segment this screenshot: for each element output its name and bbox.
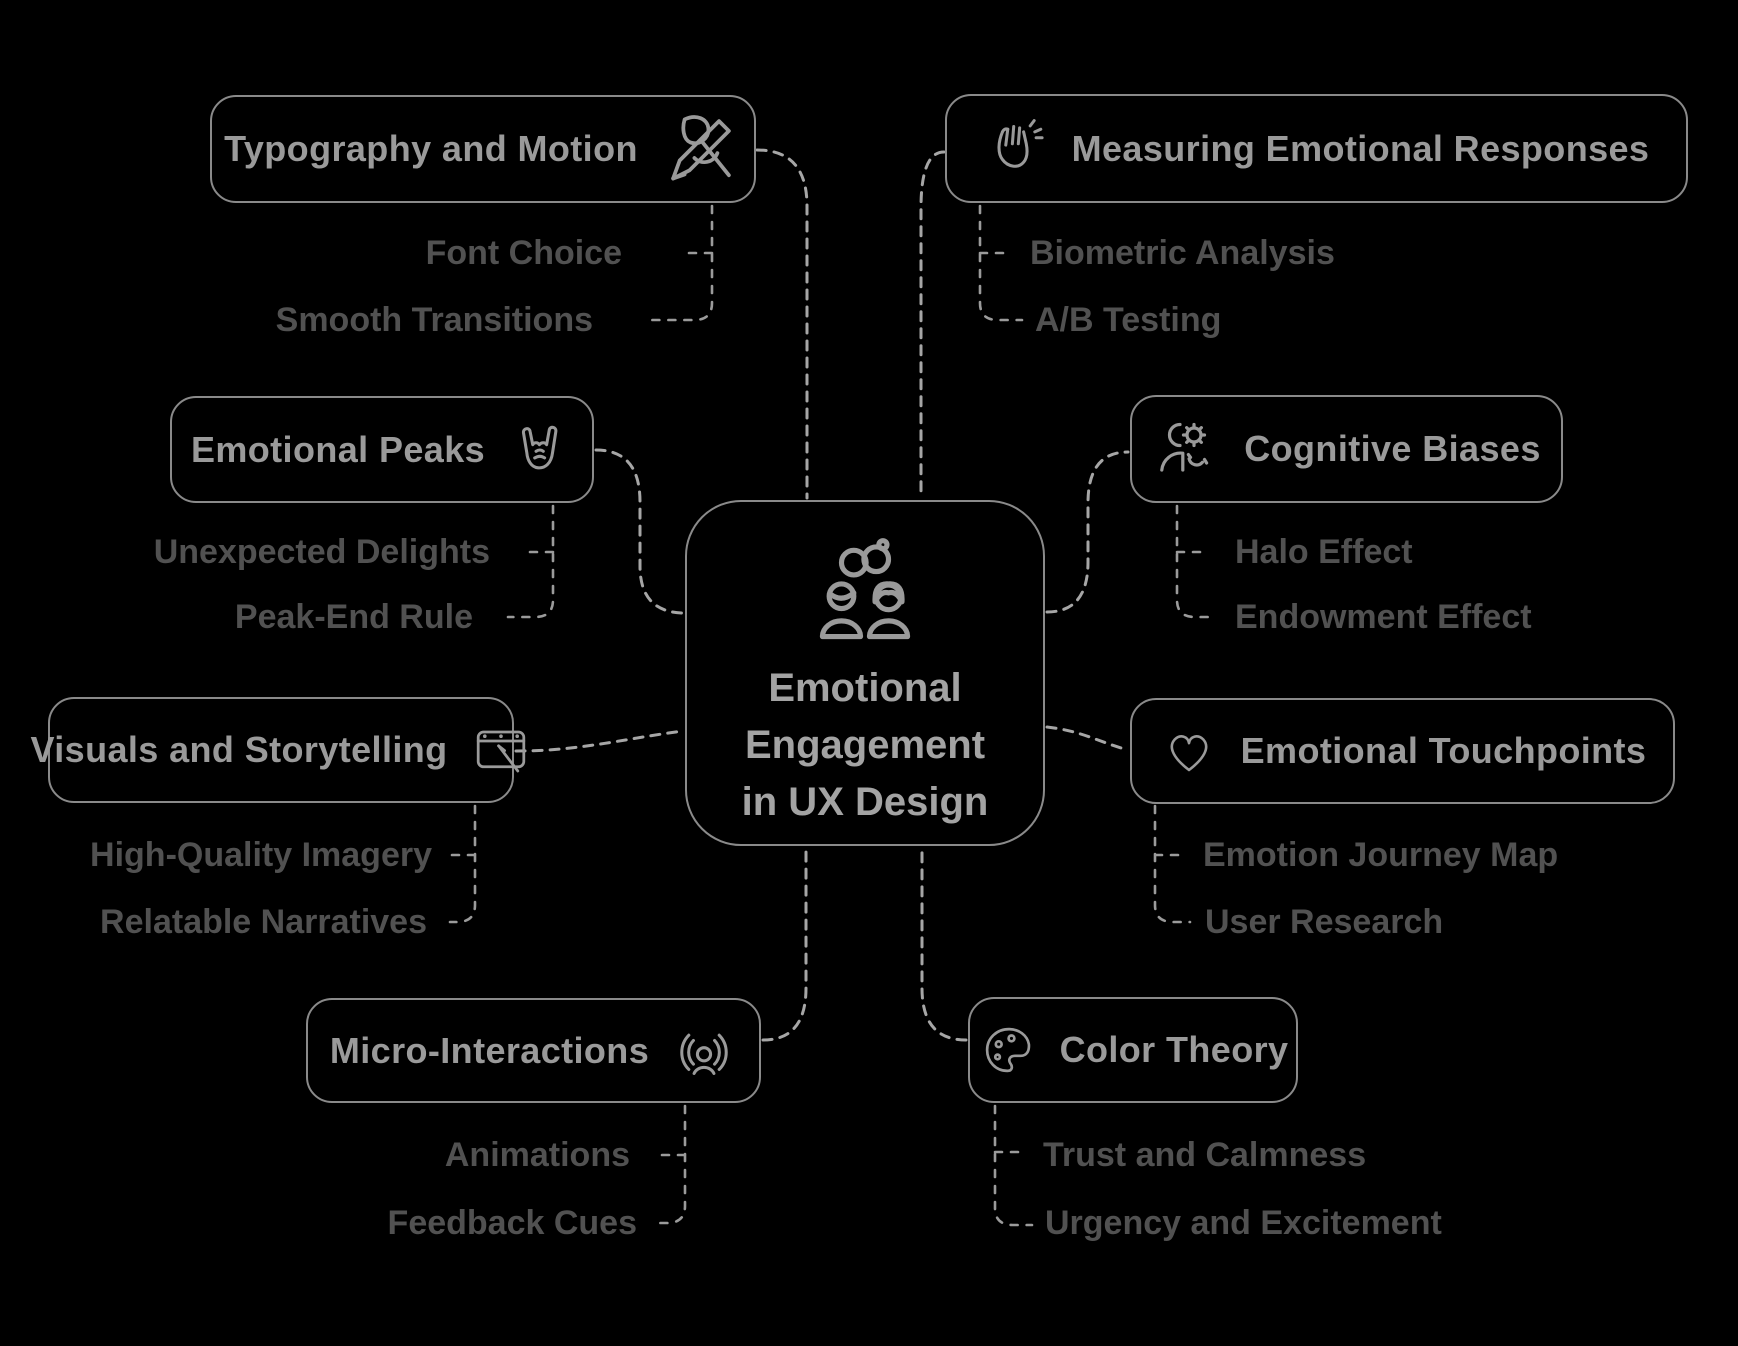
subline-micro — [653, 1104, 687, 1225]
subtopic-urgency-and-excitement: Urgency and Excitement — [1045, 1204, 1442, 1242]
connector-micro-center — [761, 846, 808, 1042]
subtopic-user-research: User Research — [1205, 903, 1444, 941]
branch-micro-interactions: Micro-Interactions — [306, 998, 761, 1103]
subtopic-biometric-analysis: Biometric Analysis — [1030, 234, 1335, 272]
subtopic-emotion-journey-map: Emotion Journey Map — [1203, 836, 1559, 874]
branch-cognitive-biases: Cognitive Biases — [1130, 395, 1563, 503]
subtopic-font-choice: Font Choice — [425, 234, 622, 272]
center-node: Emotional Engagement in UX Design — [685, 500, 1045, 846]
branch-emotional-touchpoints: Emotional Touchpoints — [1130, 698, 1675, 804]
drawing-tablet-icon — [470, 720, 532, 780]
connector-touchpoints-center — [1045, 725, 1130, 752]
subline-typography — [650, 204, 714, 322]
center-title-line: Emotional — [768, 666, 962, 710]
subline-visuals — [443, 804, 477, 924]
branch-title: Cognitive Biases — [1244, 428, 1541, 469]
rock-hand-icon — [507, 412, 573, 488]
branch-title: Micro-Interactions — [329, 1029, 650, 1071]
branch-measuring-emotional-responses: Measuring Emotional Responses — [945, 94, 1688, 203]
clapping-hands-icon — [984, 109, 1050, 189]
subtopic-endowment-effect: Endowment Effect — [1235, 598, 1532, 636]
center-title-line: Engagement — [744, 722, 986, 767]
branch-title: Visuals and Storytelling — [30, 729, 448, 770]
palette-icon — [978, 1021, 1038, 1079]
subtopic-trust-and-calmness: Trust and Calmness — [1043, 1136, 1367, 1174]
center-title-line: in UX Design — [741, 779, 989, 824]
branch-title: Emotional Touchpoints — [1240, 730, 1647, 771]
branch-emotional-peaks: Emotional Peaks — [170, 396, 594, 503]
branch-title: Emotional Peaks — [190, 428, 486, 470]
mind-gears-icon — [1152, 410, 1222, 488]
branch-typography-and-motion: Typography and Motion — [210, 95, 756, 203]
branch-title: Color Theory — [1059, 1029, 1289, 1070]
couple-rings-icon — [806, 538, 924, 650]
center-title: Emotional Engagement in UX Design — [742, 660, 989, 830]
branch-title: Measuring Emotional Responses — [1071, 127, 1650, 169]
branch-visuals-and-storytelling: Visuals and Storytelling — [30, 697, 525, 803]
podcast-icon — [671, 1018, 737, 1084]
subtopic-animations: Animations — [444, 1136, 630, 1174]
connector-measuring-center — [919, 150, 946, 500]
branch-color-theory: Color Theory — [968, 997, 1298, 1103]
heart-icon — [1159, 723, 1219, 779]
branch-title: Typography and Motion — [224, 128, 638, 169]
pen-motion-icon — [660, 108, 742, 190]
connector-visuals-center — [514, 729, 685, 753]
subline-measuring — [978, 204, 1024, 322]
subtopic-peak-end-rule: Peak-End Rule — [234, 598, 473, 636]
subtopic-relatable-narratives: Relatable Narratives — [100, 903, 427, 941]
connector-typography-center — [755, 148, 809, 500]
subtopic-feedback-cues: Feedback Cues — [387, 1204, 637, 1242]
subtopic-smooth-transitions: Smooth Transitions — [275, 301, 593, 339]
connector-color-center — [920, 846, 968, 1042]
subline-peaks — [506, 504, 555, 619]
subline-cognitive — [1175, 504, 1217, 619]
subline-color — [993, 1104, 1034, 1227]
subtopic-ab-testing: A/B Testing — [1035, 301, 1222, 339]
connector-peaks-center — [594, 448, 685, 615]
connector-cognitive-center — [1045, 450, 1130, 614]
subtopic-halo-effect: Halo Effect — [1235, 533, 1413, 571]
subline-touchpoints — [1153, 804, 1192, 924]
subtopic-unexpected-delights: Unexpected Delights — [153, 533, 490, 571]
subtopic-high-quality-imagery: High-Quality Imagery — [90, 836, 432, 874]
